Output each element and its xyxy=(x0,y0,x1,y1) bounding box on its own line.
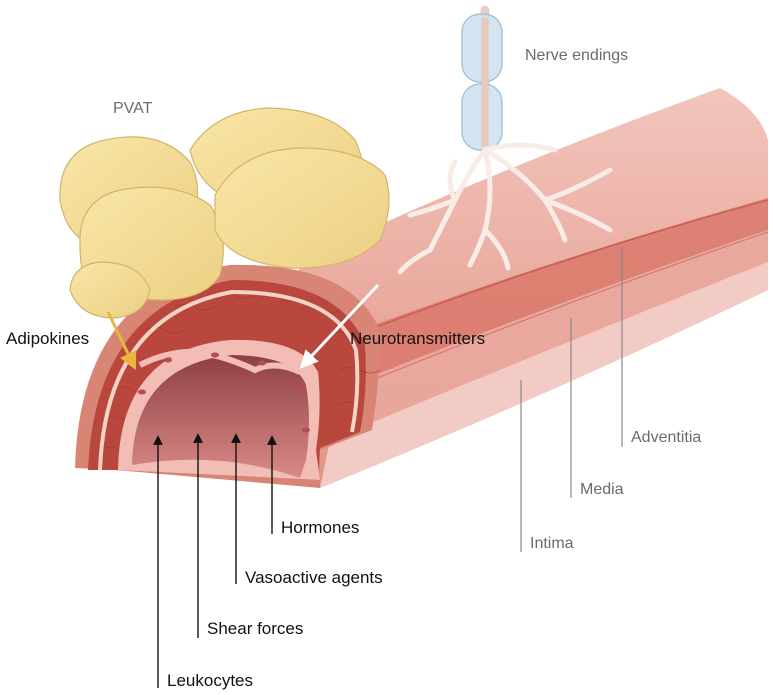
vasoactive-agents-label: Vasoactive agents xyxy=(245,569,383,586)
media-label: Media xyxy=(580,482,624,498)
adventitia-label: Adventitia xyxy=(631,430,701,446)
nerve-endings-label: Nerve endings xyxy=(525,48,628,64)
neurotransmitters-label: Neurotransmitters xyxy=(350,330,485,347)
adipokines-label: Adipokines xyxy=(6,330,89,347)
pvat-label: PVAT xyxy=(113,101,152,117)
leukocytes-label: Leukocytes xyxy=(167,672,253,689)
hormones-label: Hormones xyxy=(281,519,359,536)
shear-forces-label: Shear forces xyxy=(207,620,303,637)
intima-label: Intima xyxy=(530,536,574,552)
